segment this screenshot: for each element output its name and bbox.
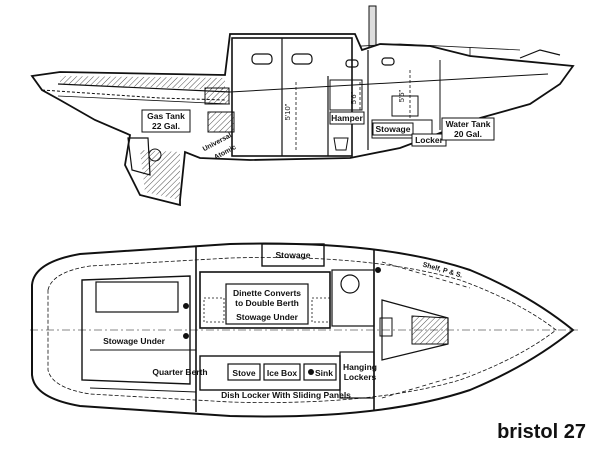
gas-tank-label: Gas Tank [147,111,185,121]
hanging-lockers-label-1: Hanging [343,362,377,372]
water-tank-capacity: 20 Gal. [454,129,482,139]
water-tank-label: Water Tank [446,119,491,129]
rudder [127,137,151,176]
stove-label: Stove [232,368,255,378]
locker-label: Locker [415,135,444,145]
sink-drain-icon [308,369,314,375]
portlight [251,53,273,65]
hanging-lockers-label-2: Lockers [344,372,377,382]
dim-head-height: 5'6" [349,91,358,104]
plan-view [30,242,578,418]
quarter-berth-label: Quarter Berth [152,367,207,377]
ice-box-label: Ice Box [267,368,298,378]
dim-cabin-height: 5'10" [283,103,292,120]
page-title: bristol 27 [497,421,586,443]
portlight [381,57,395,66]
propeller [148,148,162,162]
toilet [340,274,360,294]
stowage-under-label: Stowage Under [103,336,166,346]
portlight [345,59,359,68]
stowage-top-label: Stowage [276,250,311,260]
dinette-label-2: to Double Berth [235,298,299,308]
profile-view [30,5,575,207]
dish-locker-label: Dish Locker With Sliding Panels [221,390,351,400]
profile-labels: Gas Tank 22 Gal. Universal Atomic Hamper… [141,89,495,161]
dinette-label-1: Dinette Converts [233,288,301,298]
gas-tank-capacity: 22 Gal. [152,121,180,131]
dinette-label-3: Stowage Under [236,312,299,322]
stowage-label: Stowage [376,124,411,134]
portlight [291,53,313,65]
sink-label: Sink [315,368,333,378]
dim-forward-height: 5'5" [397,89,406,102]
plan-labels: Stowage Shelf, P & S. Dinette Converts t… [103,250,463,400]
bow-pulpit [519,49,561,59]
hamper-label: Hamper [331,113,363,123]
